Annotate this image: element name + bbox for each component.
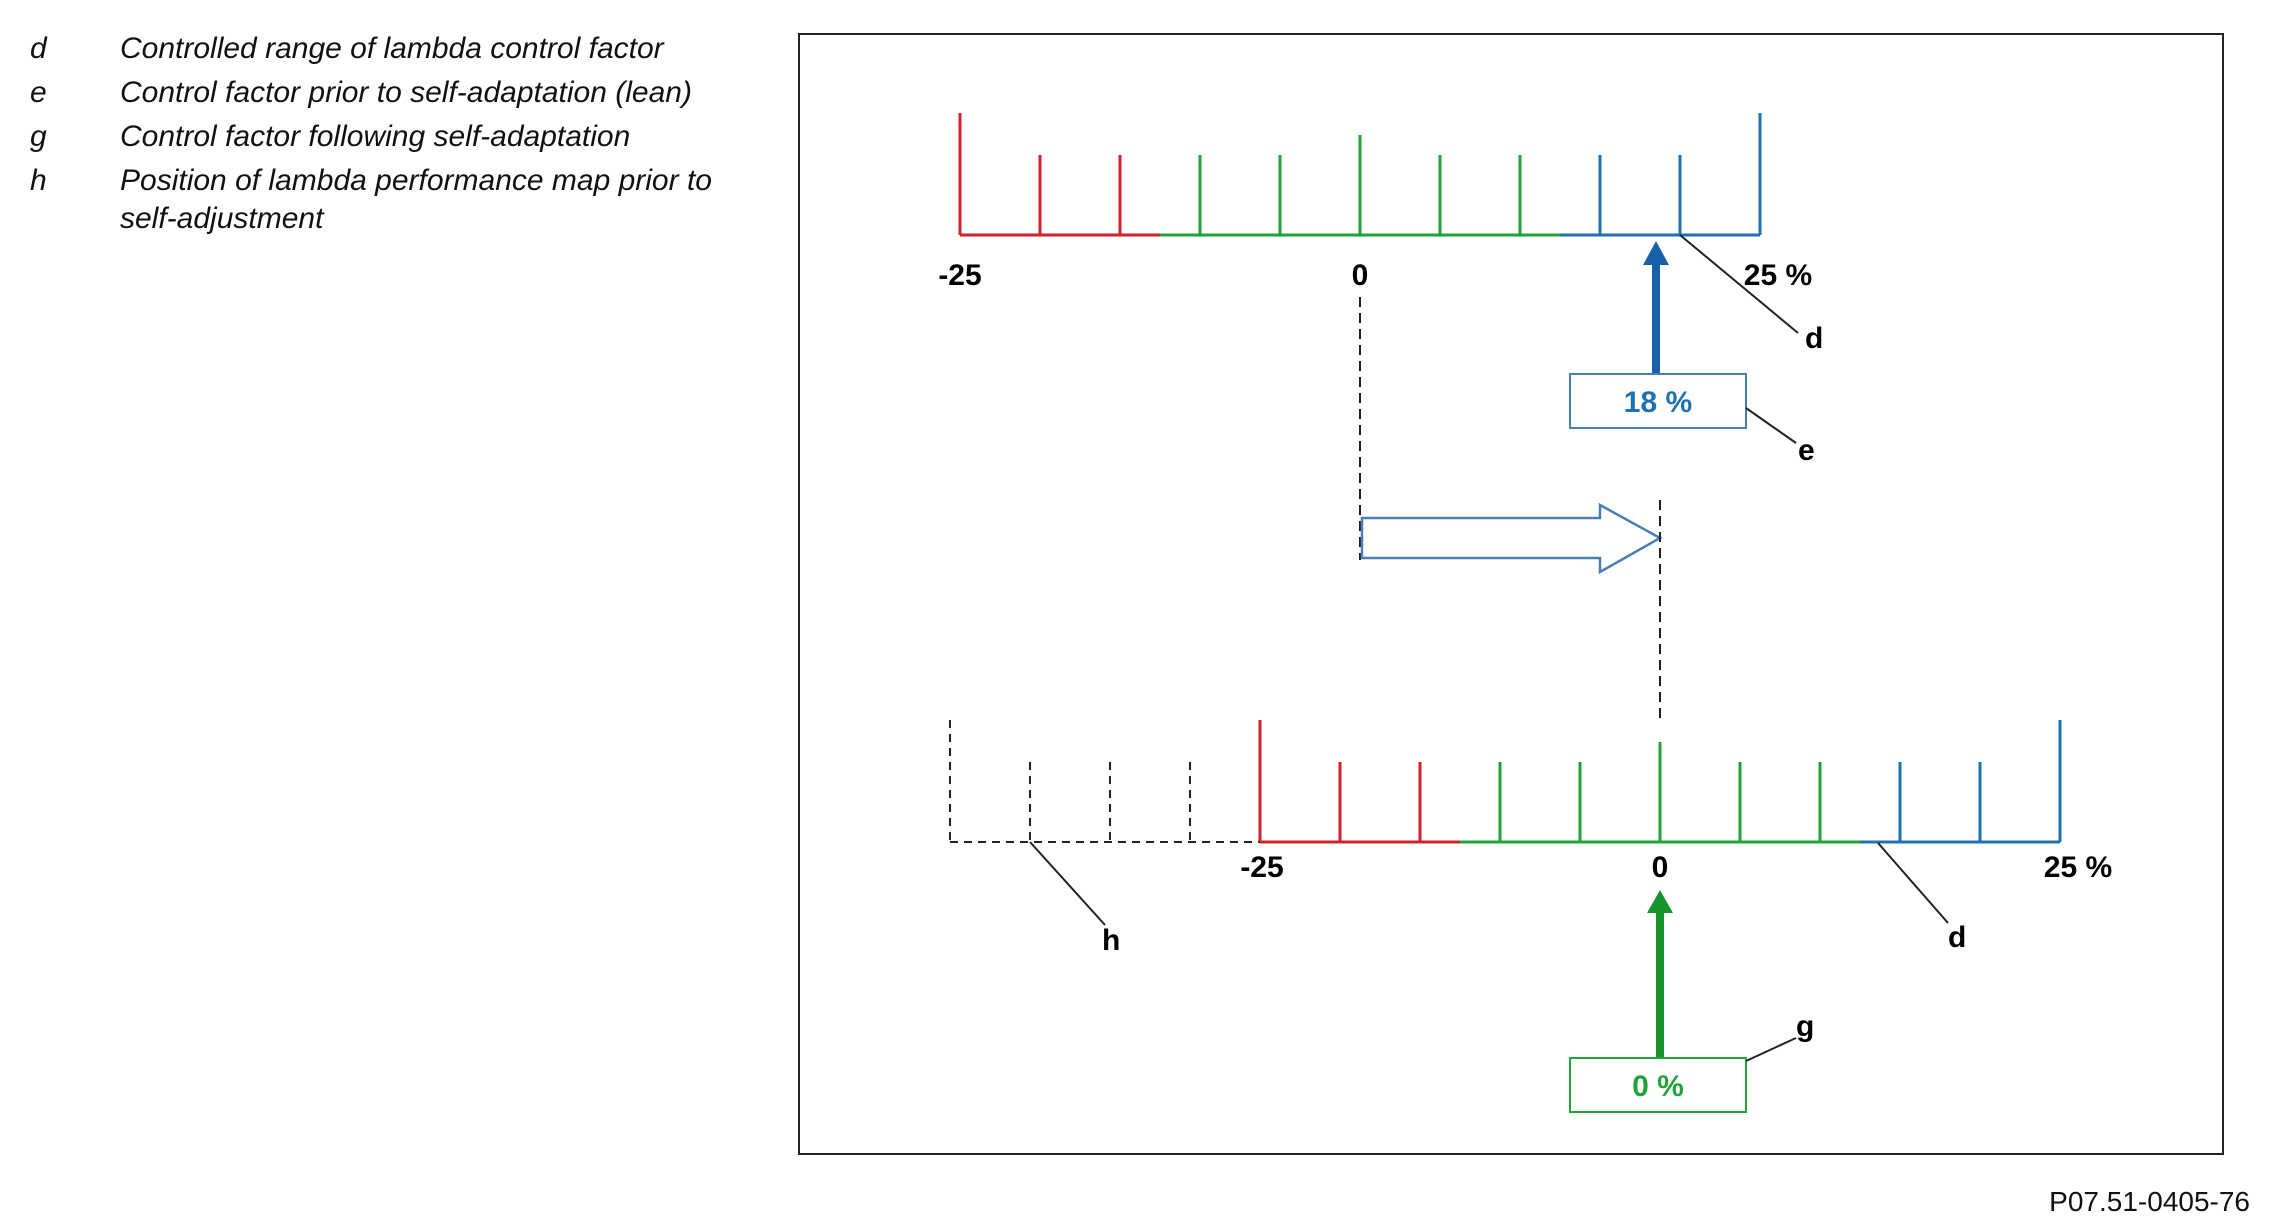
bottom-range-leader-line [1877, 842, 1949, 924]
bottom-box-callout: g [1796, 1010, 1814, 1043]
lambda-adaptation-diagram: -25 0 25 % d 18 % e h [938, 113, 2112, 1113]
top-value-text: 18 % [1624, 386, 1692, 419]
bottom-value-indicator: 0 % g [1569, 890, 1814, 1113]
legend-item-h: h Position of lambda performance map pri… [30, 162, 730, 238]
legend-item-e: e Control factor prior to self-adaptatio… [30, 74, 730, 112]
top-scale-max-label: 25 % [1744, 259, 1812, 292]
bottom-scale: -25 0 25 % d [1240, 720, 2112, 954]
bottom-scale-zero-label: 0 [1652, 851, 1669, 884]
top-scale-min-label: -25 [938, 259, 981, 292]
bottom-scale-min-label: -25 [1240, 851, 1283, 884]
legend-key: d [30, 32, 47, 65]
bottom-box-leader-line [1745, 1037, 1797, 1062]
top-scale-ticks [958, 113, 1762, 237]
bottom-value-text: 0 % [1632, 1070, 1684, 1103]
top-value-indicator: 18 % e [1569, 241, 1815, 467]
bottom-scale-max-label: 25 % [2044, 851, 2112, 884]
top-scale: -25 0 25 % d [938, 113, 1823, 355]
top-arrow-shaft [1652, 249, 1660, 373]
bottom-arrow-shaft [1656, 897, 1664, 1057]
top-box-callout: e [1798, 434, 1815, 467]
top-arrow-head [1643, 241, 1669, 265]
top-value-box [1569, 373, 1747, 429]
legend-item-d: d Controlled range of lambda control fac… [30, 30, 730, 68]
top-scale-zero-label: 0 [1352, 259, 1369, 292]
previous-map-position: h [949, 720, 1260, 957]
legend-text: Controlled range of lambda control facto… [120, 32, 664, 65]
top-range-leader-line [1679, 234, 1799, 334]
bottom-scale-ticks [1258, 720, 2062, 844]
legend-text: Control factor following self-adaptation [120, 120, 631, 153]
bottom-value-box [1569, 1057, 1747, 1113]
legend-text: Control factor prior to self-adaptation … [120, 76, 692, 109]
figure-code: P07.51-0405-76 [2049, 1186, 2250, 1217]
legend-text: Position of lambda performance map prior… [120, 164, 712, 235]
bottom-arrow-head [1647, 890, 1673, 913]
diagram-frame: -25 0 25 % d 18 % e h [798, 33, 2224, 1155]
bottom-range-callout: d [1948, 921, 1966, 954]
top-range-callout: d [1805, 322, 1823, 355]
shift-indicator [1359, 297, 1663, 719]
legend-item-g: g Control factor following self-adaptati… [30, 118, 730, 156]
previous-map-dashed-ticks [949, 720, 1260, 843]
legend: d Controlled range of lambda control fac… [30, 30, 730, 244]
legend-key: g [30, 120, 47, 153]
previous-map-callout: h [1102, 924, 1120, 957]
top-box-leader-line [1745, 407, 1797, 444]
legend-key: e [30, 76, 47, 109]
legend-key: h [30, 164, 47, 197]
shift-arrow [1360, 502, 1663, 575]
previous-map-leader-line [1029, 841, 1106, 926]
